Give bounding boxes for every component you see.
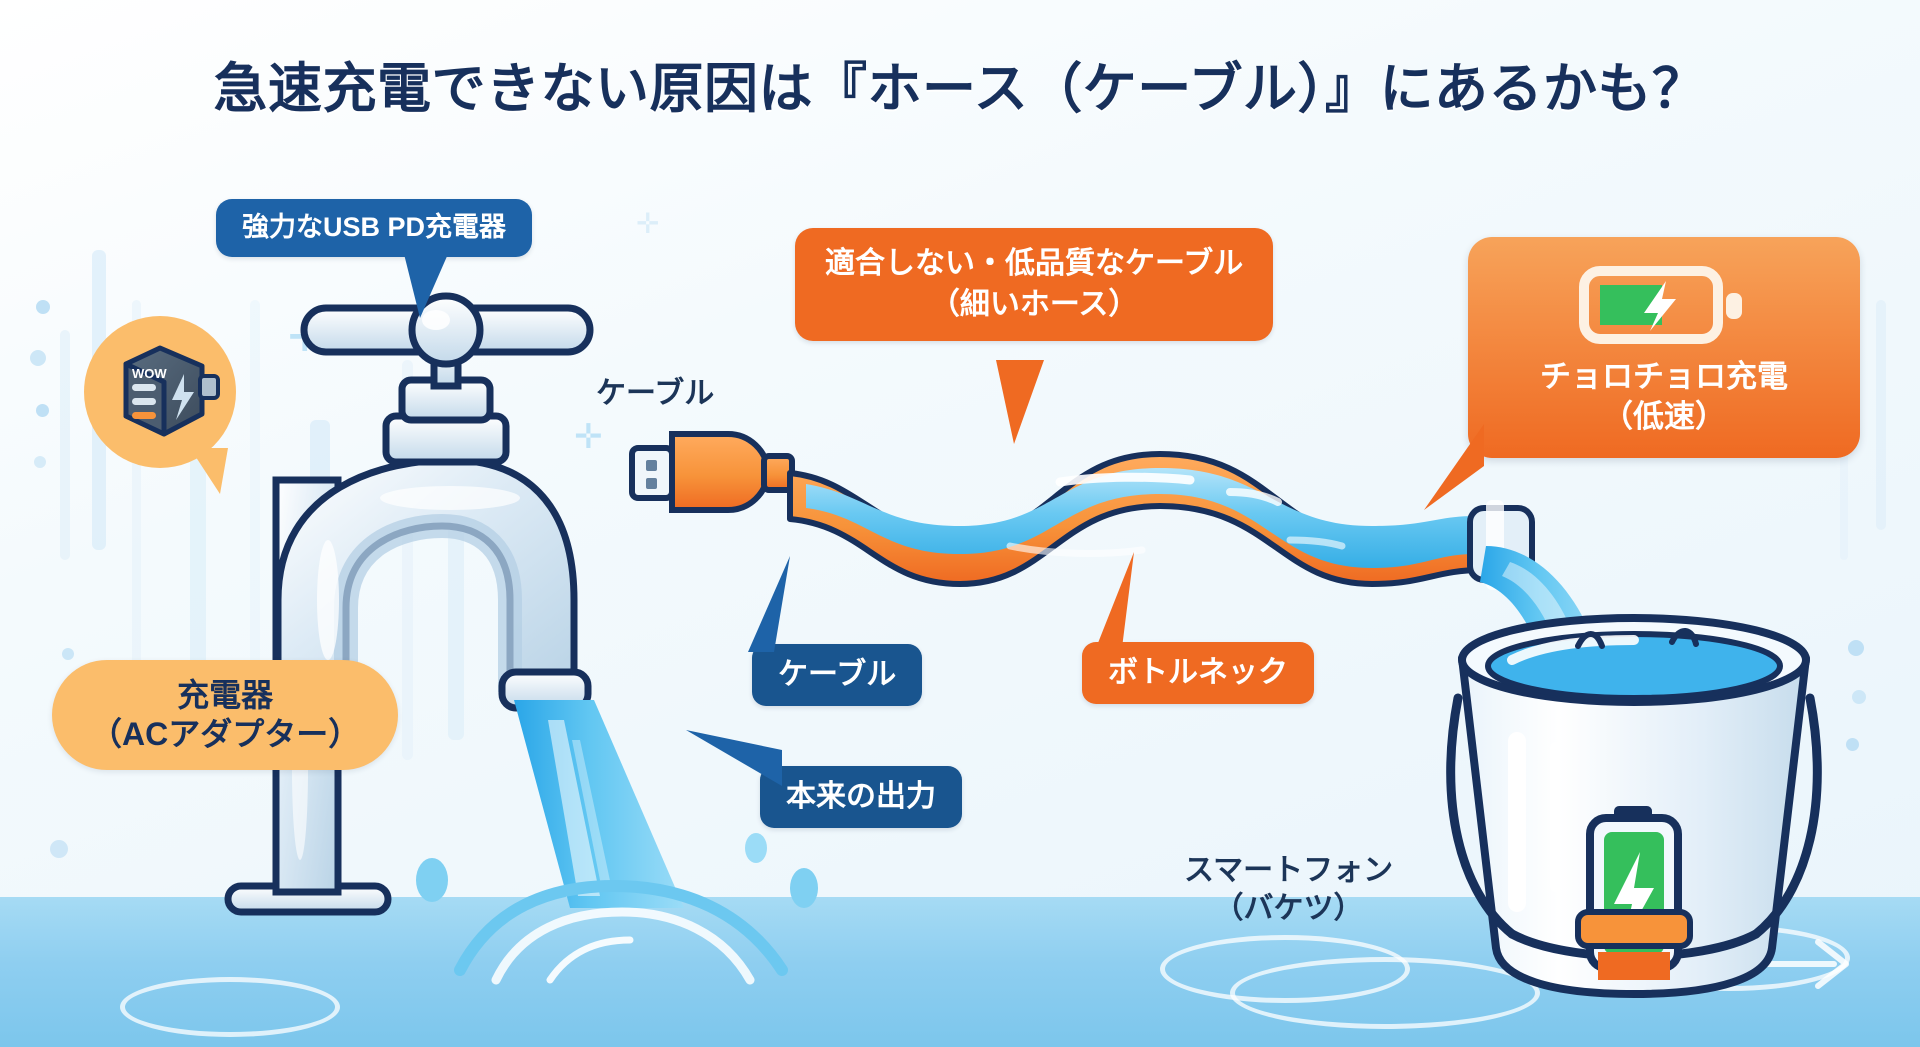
charger-callout-tail <box>404 254 448 318</box>
sparkle-icon: ✛ <box>574 418 603 456</box>
decor-bar <box>402 360 413 760</box>
bottleneck-badge-tail <box>1096 552 1134 648</box>
charger-callout-label[interactable]: 強力なUSB PD充電器 <box>216 199 533 257</box>
decor-bar <box>250 300 260 760</box>
decor-dot <box>50 840 68 858</box>
decor-bar <box>132 300 141 720</box>
decor-dot <box>1852 690 1866 704</box>
battery-charging-icon <box>1579 266 1742 344</box>
slow-charge-card-text: チョロチョロ充電 （低速） <box>1540 359 1788 435</box>
decor-dot <box>36 300 50 314</box>
output-badge-label[interactable]: 本来の出力 <box>760 766 962 828</box>
water-jet <box>514 700 684 908</box>
slow-charge-card-tail <box>1424 424 1484 510</box>
cable-plain-label: ケーブル <box>596 377 715 410</box>
bottleneck-badge-label[interactable]: ボトルネック <box>1082 642 1314 704</box>
smartphone-plain-label: スマートフォン （バケツ） <box>1184 854 1394 925</box>
bad-cable-label[interactable]: 適合しない・低品質なケーブル （細いホース） <box>795 228 1274 341</box>
charger-brand-text: WOW <box>132 366 167 381</box>
cable-badge-label[interactable]: ケーブル <box>752 644 923 706</box>
decor-bar <box>1876 300 1886 530</box>
decor-dot <box>30 350 46 366</box>
bucket-illustration <box>1446 614 1822 998</box>
water-splash <box>416 833 818 985</box>
water-ripple <box>120 977 340 1037</box>
decor-bar <box>60 330 70 560</box>
water-ripple <box>1230 957 1540 1029</box>
decor-dot <box>36 404 49 417</box>
page-title: 急速充電できない原因は『ホース（ケーブル）』にあるかも？ <box>213 59 1707 119</box>
usb-pd-charger-icon: WOW <box>123 345 220 437</box>
charger-pill-label[interactable]: 充電器 （ACアダプター） <box>52 660 399 771</box>
decor-dot <box>34 456 46 468</box>
decor-dot <box>1848 640 1864 656</box>
cable-badge-tail <box>748 556 790 652</box>
decor-dot <box>1846 738 1859 751</box>
bad-cable-tail <box>996 360 1044 444</box>
sparkle-icon: ✛ <box>636 208 660 239</box>
output-badge-tail <box>686 730 782 786</box>
slow-charge-card[interactable]: チョロチョロ充電 （低速） <box>1468 237 1860 458</box>
decor-bar <box>1840 380 1848 560</box>
battery-on-bucket-icon <box>1575 806 1693 980</box>
hose-cable-illustration <box>629 430 1535 590</box>
charger-bubble-tail <box>190 448 228 494</box>
decor-dot <box>62 648 74 660</box>
